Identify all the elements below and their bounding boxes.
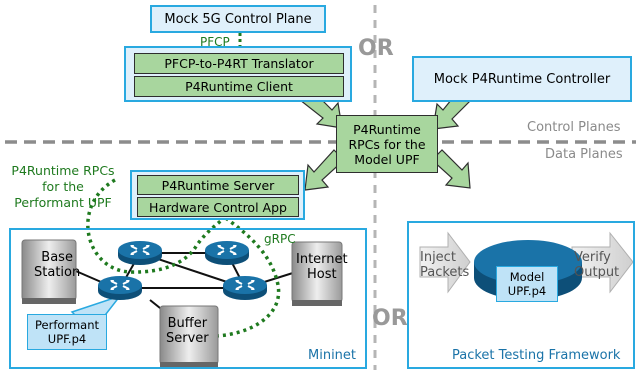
verify-line-1: Verify (574, 250, 611, 265)
internet-host-line-2: Host (307, 267, 337, 282)
hw-control-box: Hardware Control App (137, 197, 299, 217)
base-station-line-1: Base (41, 250, 73, 265)
model-upf-line-1: Model (509, 270, 545, 284)
router-icon (204, 240, 250, 266)
inject-line-1: Inject (420, 250, 456, 265)
p4rt-server-container: P4Runtime Server Hardware Control App (130, 170, 305, 220)
rpcs-label-line-1: P4Runtime RPCs (11, 163, 115, 178)
pfcp-label: PFCP (200, 35, 230, 49)
performant-upf-line-2: UPF.p4 (47, 332, 87, 346)
mininet-label: Mininet (308, 348, 357, 363)
verify-line-2: Output (574, 265, 620, 280)
rpcs-line-3: Model UPF (354, 151, 420, 167)
p4rt-client-box: P4Runtime Client (134, 76, 344, 97)
buffer-server-label: Buffer Server (166, 316, 209, 346)
router-icon (117, 240, 163, 266)
performant-upf-box: Performant UPF.p4 (27, 314, 107, 350)
p4rt-server-box: P4Runtime Server (137, 175, 299, 195)
control-planes-label: Control Planes (527, 120, 621, 135)
translator-container: PFCP-to-P4RT Translator P4Runtime Client (124, 46, 352, 102)
mock-5g-control-plane: Mock 5G Control Plane (150, 5, 326, 33)
rpcs-line-2: RPCs for the (348, 136, 426, 152)
hw-control-label: Hardware Control App (149, 199, 287, 215)
router-icon (222, 275, 268, 301)
performant-rpcs-label: P4Runtime RPCs for the Performant UPF (8, 163, 118, 211)
internet-host-label: Internet Host (296, 252, 348, 282)
base-station-label: Base Station (34, 250, 80, 280)
p4rt-server-label: P4Runtime Server (161, 177, 275, 193)
internet-host-line-1: Internet (296, 252, 348, 267)
mock-controller-label: Mock P4Runtime Controller (433, 71, 611, 87)
translator-box: PFCP-to-P4RT Translator (134, 53, 344, 74)
verify-label: Verify Output (574, 250, 619, 280)
or-label-bottom: OR (372, 306, 408, 331)
model-upf-box: Model UPF.p4 (496, 266, 558, 302)
mock-p4runtime-controller: Mock P4Runtime Controller (412, 56, 632, 102)
ptf-label: Packet Testing Framework (452, 348, 621, 363)
rpcs-line-1: P4Runtime (353, 121, 421, 137)
buffer-server-line-2: Server (166, 331, 209, 346)
rpcs-label-line-2: for the (42, 179, 84, 194)
performant-upf-line-1: Performant (35, 318, 99, 332)
arrow-rpcs-to-ptf (431, 149, 471, 189)
or-label-top: OR (358, 36, 394, 61)
mock-5g-label: Mock 5G Control Plane (164, 11, 312, 27)
p4rt-rpcs-model-upf: P4Runtime RPCs for the Model UPF (336, 115, 438, 173)
grpc-label: gRPC (264, 232, 296, 246)
base-station-line-2: Station (34, 265, 81, 280)
rpcs-label-line-3: Performant UPF (14, 195, 112, 210)
p4rt-client-label: P4Runtime Client (185, 79, 293, 94)
inject-line-2: Packets (420, 265, 470, 280)
model-upf-line-2: UPF.p4 (507, 284, 547, 298)
translator-label: PFCP-to-P4RT Translator (164, 56, 314, 71)
data-planes-label: Data Planes (545, 147, 623, 162)
router-icon (97, 275, 143, 301)
inject-label: Inject Packets (420, 250, 469, 280)
buffer-server-line-1: Buffer (167, 316, 208, 331)
